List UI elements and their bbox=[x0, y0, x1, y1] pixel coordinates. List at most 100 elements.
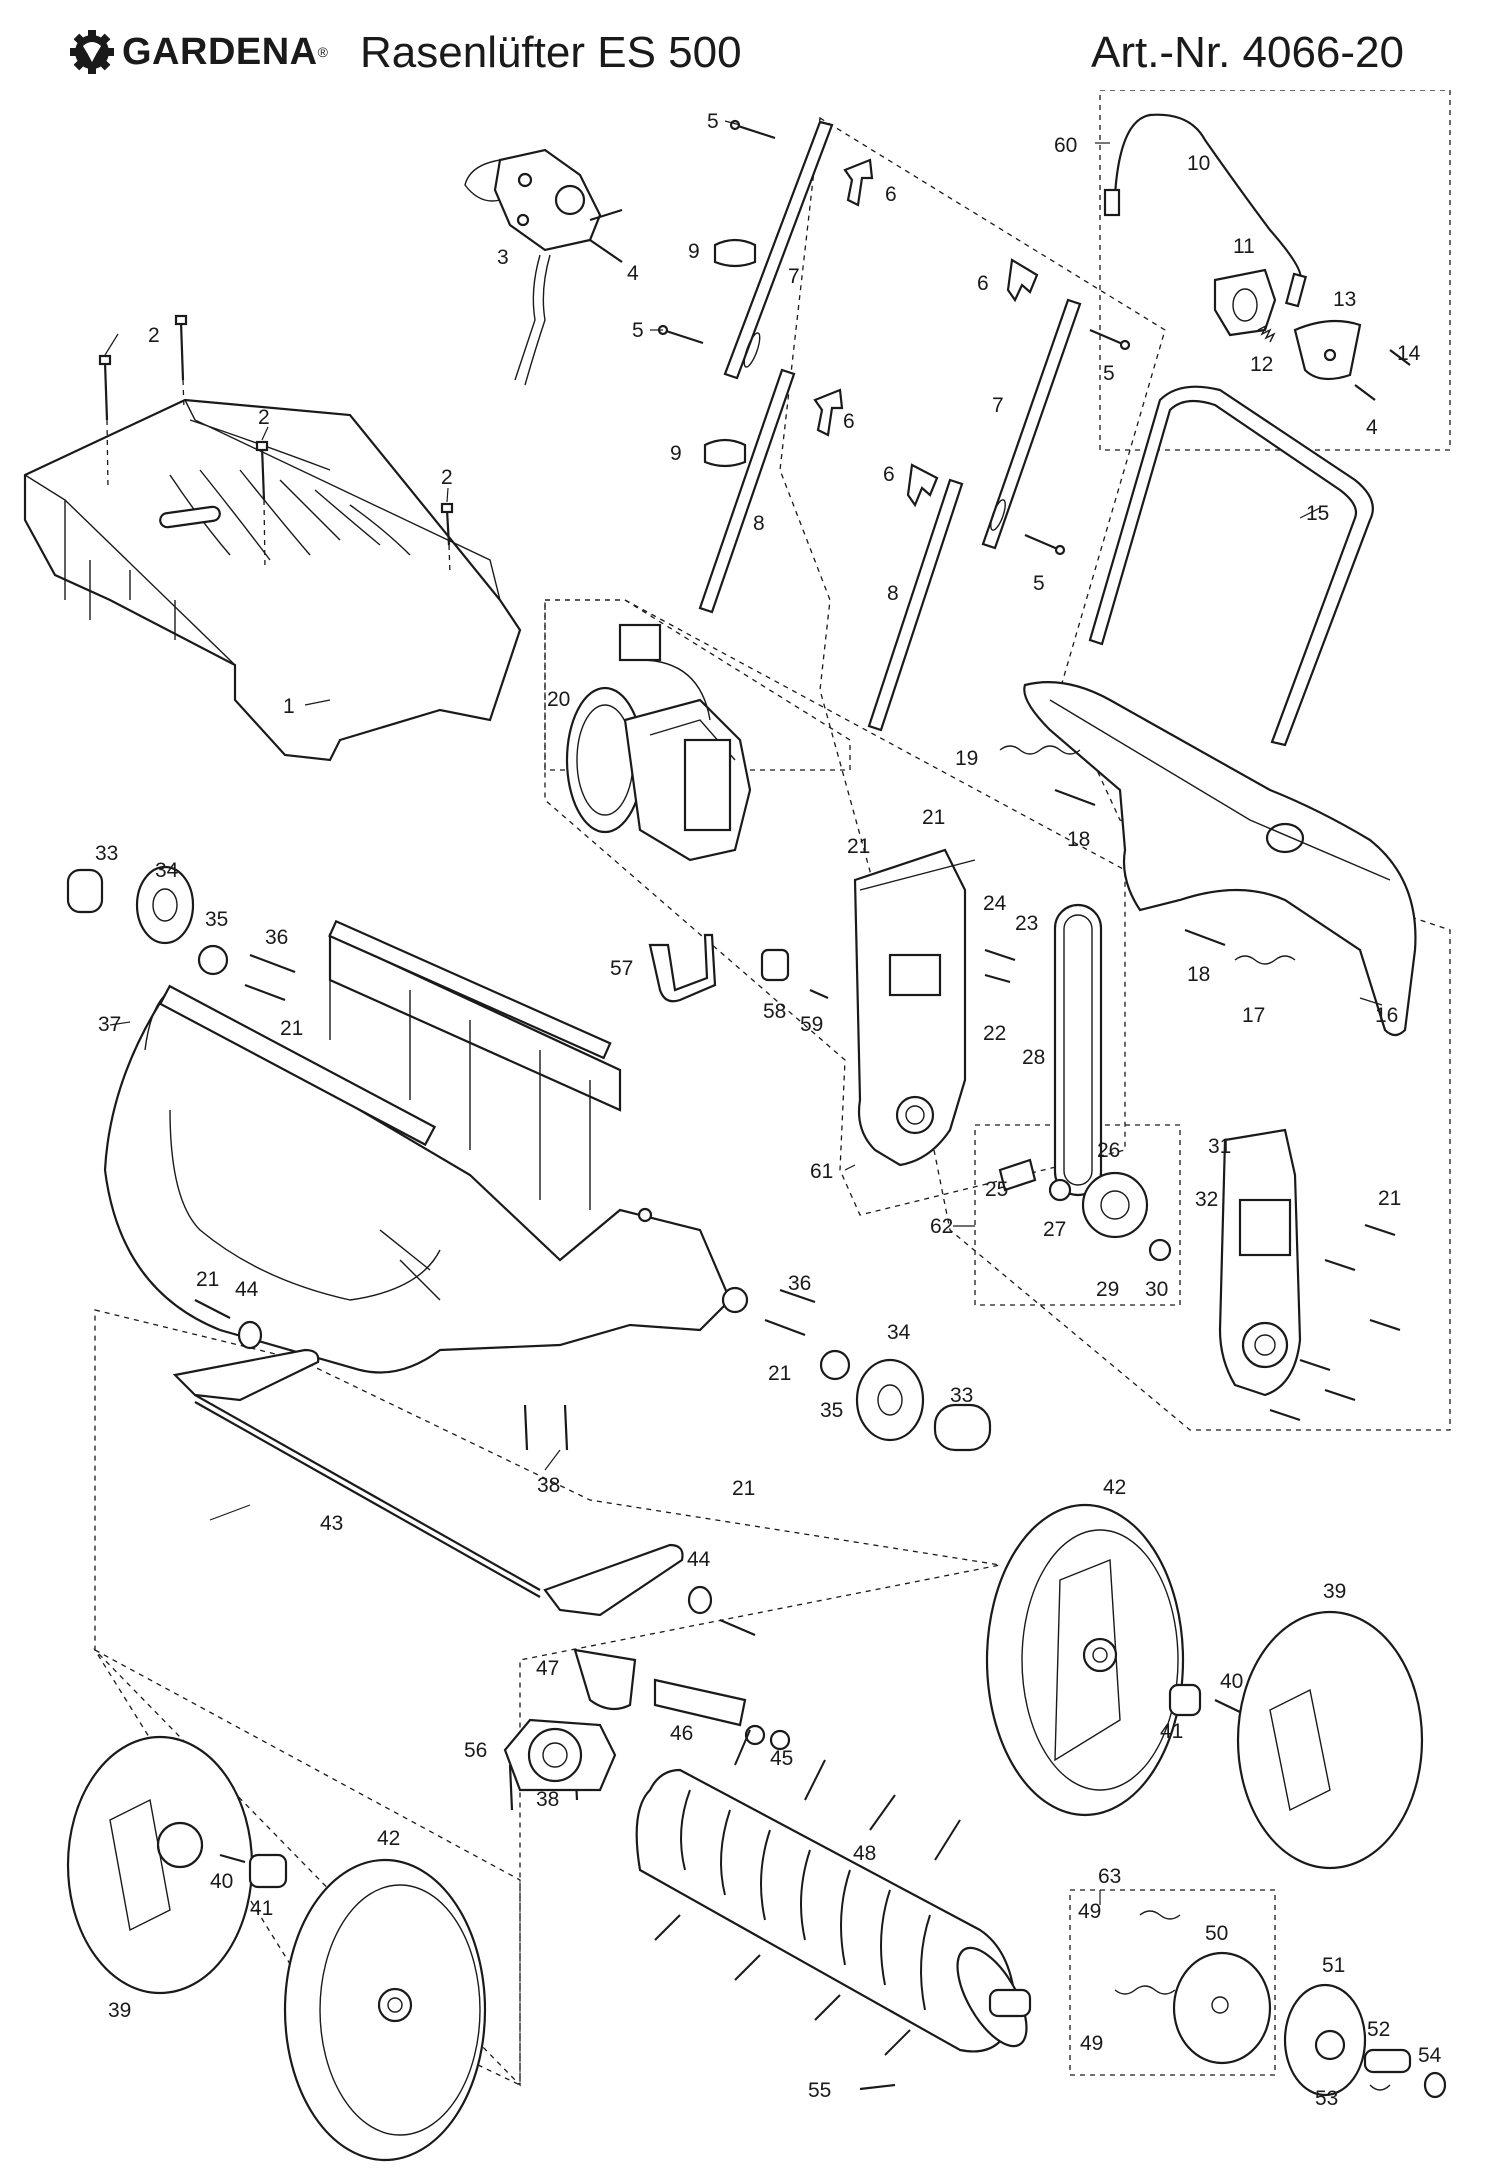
part-17-19-springs bbox=[999, 745, 1296, 965]
label-58: 58 bbox=[763, 1000, 786, 1023]
label-8b: 8 bbox=[887, 582, 899, 605]
part-37-main-housing bbox=[103, 919, 749, 1374]
label-16: 16 bbox=[1375, 1004, 1398, 1027]
label-5d: 5 bbox=[1033, 572, 1045, 595]
label-28: 28 bbox=[1022, 1046, 1045, 1069]
part-8-lower-bar-left bbox=[698, 368, 796, 614]
label-49a: 49 bbox=[1078, 1900, 1101, 1923]
label-55: 55 bbox=[808, 2079, 831, 2102]
dashed-group-60-switch bbox=[1099, 90, 1451, 451]
label-60: 60 bbox=[1054, 134, 1077, 157]
label-6d: 6 bbox=[883, 463, 895, 486]
label-49b: 49 bbox=[1080, 2032, 1103, 2055]
label-42a: 42 bbox=[1103, 1476, 1126, 1499]
label-21c: 21 bbox=[922, 806, 945, 829]
dashed-group-61 bbox=[544, 599, 1126, 1216]
label-37: 37 bbox=[98, 1013, 121, 1036]
part-39-hubcap-left bbox=[66, 1735, 254, 1995]
part-10-cable bbox=[1103, 113, 1308, 308]
label-56: 56 bbox=[464, 1739, 487, 1762]
label-38b: 38 bbox=[536, 1788, 559, 1811]
label-35a: 35 bbox=[205, 908, 228, 931]
label-21d: 21 bbox=[1378, 1187, 1401, 1210]
part-33-36-right-bearing bbox=[764, 1288, 992, 1452]
part-9-cable-clips bbox=[703, 238, 757, 468]
part-13-switch-cover bbox=[1293, 319, 1362, 381]
label-2c: 2 bbox=[441, 466, 453, 489]
part-42-wheel-right bbox=[985, 1503, 1185, 1817]
leader-lines bbox=[104, 120, 1383, 1905]
label-48: 48 bbox=[853, 1842, 876, 1865]
part-40-41-left-hub bbox=[219, 1853, 288, 1889]
part-55-screw bbox=[859, 2083, 896, 2091]
label-13: 13 bbox=[1333, 288, 1356, 311]
part-8-lower-bar-right bbox=[867, 478, 964, 732]
label-40b: 40 bbox=[210, 1870, 233, 1893]
label-18b: 18 bbox=[1187, 963, 1210, 986]
label-36a: 36 bbox=[265, 926, 288, 949]
label-61: 61 bbox=[810, 1160, 833, 1183]
label-54: 54 bbox=[1418, 2044, 1442, 2067]
label-24: 24 bbox=[983, 892, 1007, 915]
label-14: 14 bbox=[1397, 342, 1421, 365]
part-6-wing-nuts bbox=[813, 158, 1039, 508]
label-50: 50 bbox=[1205, 1922, 1228, 1945]
label-12: 12 bbox=[1250, 353, 1273, 376]
label-4b: 4 bbox=[1366, 416, 1378, 439]
label-9a: 9 bbox=[688, 240, 700, 263]
label-2a: 2 bbox=[148, 324, 160, 347]
gardena-gear-logo-icon bbox=[70, 30, 114, 74]
label-53: 53 bbox=[1315, 2087, 1338, 2110]
label-41b: 41 bbox=[250, 1897, 273, 1920]
brand-name: GARDENA bbox=[122, 30, 318, 73]
label-2b: 2 bbox=[258, 406, 270, 429]
label-36b: 36 bbox=[788, 1272, 811, 1295]
label-35b: 35 bbox=[820, 1399, 843, 1422]
label-44a: 44 bbox=[235, 1278, 259, 1301]
part-labels: 1 2 2 2 3 4 4 5 5 5 5 6 6 6 6 7 7 8 8 9 … bbox=[95, 110, 1442, 2110]
label-43: 43 bbox=[320, 1512, 343, 1535]
part-51-54-hub bbox=[1283, 1983, 1447, 2099]
part-14-screw bbox=[1354, 349, 1411, 401]
label-18a: 18 bbox=[1067, 828, 1090, 851]
part-2-screws bbox=[98, 314, 454, 576]
article-number: Art.-Nr. 4066-20 bbox=[1090, 28, 1404, 77]
part-56-bearing-block bbox=[503, 1718, 617, 1792]
label-47: 47 bbox=[536, 1657, 559, 1680]
part-1-cover bbox=[23, 398, 522, 762]
part-22-gear-housing bbox=[853, 848, 976, 1167]
label-5a: 5 bbox=[707, 110, 719, 133]
label-62: 62 bbox=[930, 1215, 953, 1238]
label-33b: 33 bbox=[950, 1384, 973, 1407]
label-32: 32 bbox=[1195, 1188, 1218, 1211]
label-31: 31 bbox=[1208, 1135, 1231, 1158]
label-41a: 41 bbox=[1160, 1720, 1183, 1743]
label-21e: 21 bbox=[196, 1268, 219, 1291]
part-21-screws-right bbox=[1269, 1223, 1401, 1422]
label-21a: 21 bbox=[280, 1017, 303, 1040]
part-28-belt bbox=[1053, 903, 1103, 1197]
exploded-parts-diagram: 1 2 2 2 3 4 4 5 5 5 5 6 6 6 6 7 7 8 8 9 … bbox=[23, 90, 1451, 2162]
label-33a: 33 bbox=[95, 842, 118, 865]
part-48-tine-roller bbox=[635, 1729, 1032, 2056]
label-39a: 39 bbox=[1323, 1580, 1346, 1603]
part-39-hubcap-right bbox=[1236, 1610, 1424, 1870]
label-22: 22 bbox=[983, 1022, 1006, 1045]
part-15-handle bbox=[1088, 385, 1374, 747]
label-30: 30 bbox=[1145, 1278, 1168, 1301]
label-46: 46 bbox=[670, 1722, 693, 1745]
part-63-bearing-cap bbox=[1114, 1910, 1272, 2065]
part-12-spring bbox=[1257, 324, 1276, 343]
part-7-upper-bar-right bbox=[981, 298, 1082, 550]
part-58-59-pinion bbox=[760, 948, 829, 1000]
label-4a: 4 bbox=[627, 262, 639, 285]
label-44b: 44 bbox=[687, 1548, 711, 1571]
label-7a: 7 bbox=[788, 265, 800, 288]
label-10: 10 bbox=[1187, 152, 1210, 175]
product-title: Rasenlüfter ES 500 bbox=[360, 28, 742, 77]
brand: GARDENA® bbox=[70, 30, 328, 74]
label-15: 15 bbox=[1306, 502, 1329, 525]
part-11-switch-housing bbox=[1213, 268, 1277, 337]
part-33-36-left-bearing bbox=[66, 865, 296, 1002]
label-19: 19 bbox=[955, 747, 978, 770]
